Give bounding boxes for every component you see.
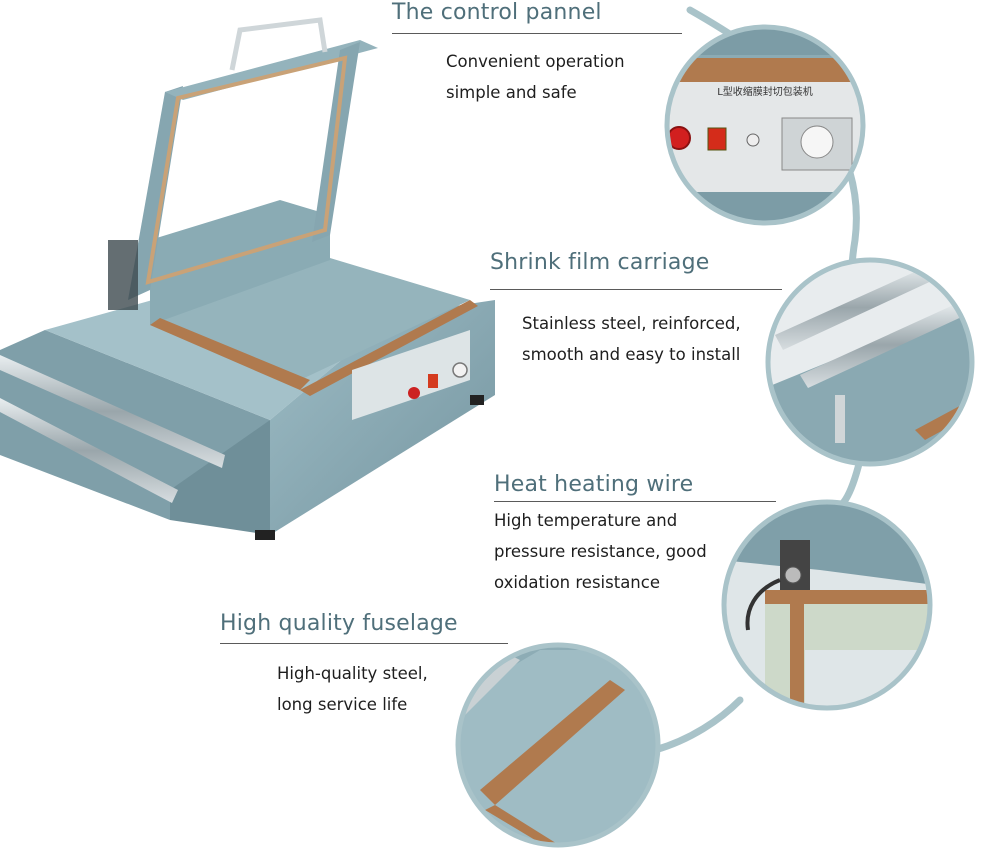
- feature-desc-line: Stainless steel, reinforced,: [522, 314, 741, 333]
- divider-control-panel: [392, 33, 682, 34]
- feature-desc-control-panel: Convenient operation simple and safe: [446, 46, 625, 108]
- feature-desc-line: High-quality steel,: [277, 664, 428, 683]
- feature-desc-fuselage: High-quality steel, long service life: [277, 658, 428, 720]
- feature-desc-line: smooth and easy to install: [522, 345, 741, 364]
- feature-title-fuselage: High quality fuselage: [220, 611, 458, 636]
- feature-desc-line: pressure resistance, good: [494, 542, 707, 561]
- machine-name-label: L型收缩膜封切包装机: [717, 85, 813, 98]
- feature-desc-line: long service life: [277, 695, 408, 714]
- divider-fuselage: [220, 643, 508, 644]
- feature-desc-line: High temperature and: [494, 511, 678, 530]
- feature-desc-line: oxidation resistance: [494, 573, 660, 592]
- feature-desc-line: Convenient operation: [446, 52, 625, 71]
- feature-title-heating-wire: Heat heating wire: [494, 472, 694, 497]
- feature-desc-line: simple and safe: [446, 83, 577, 102]
- control-panel-detail: L型收缩膜封切包装机: [667, 27, 863, 223]
- carriage-detail: [768, 260, 972, 464]
- feature-title-carriage: Shrink film carriage: [490, 250, 710, 275]
- feature-title-control-panel: The control pannel: [392, 0, 602, 25]
- divider-heating-wire: [494, 501, 776, 502]
- heating-wire-detail: [724, 502, 930, 708]
- feature-desc-heating-wire: High temperature and pressure resistance…: [494, 505, 707, 598]
- divider-carriage: [490, 289, 782, 290]
- shrink-sealer-machine: [0, 17, 495, 540]
- feature-desc-carriage: Stainless steel, reinforced, smooth and …: [522, 308, 741, 370]
